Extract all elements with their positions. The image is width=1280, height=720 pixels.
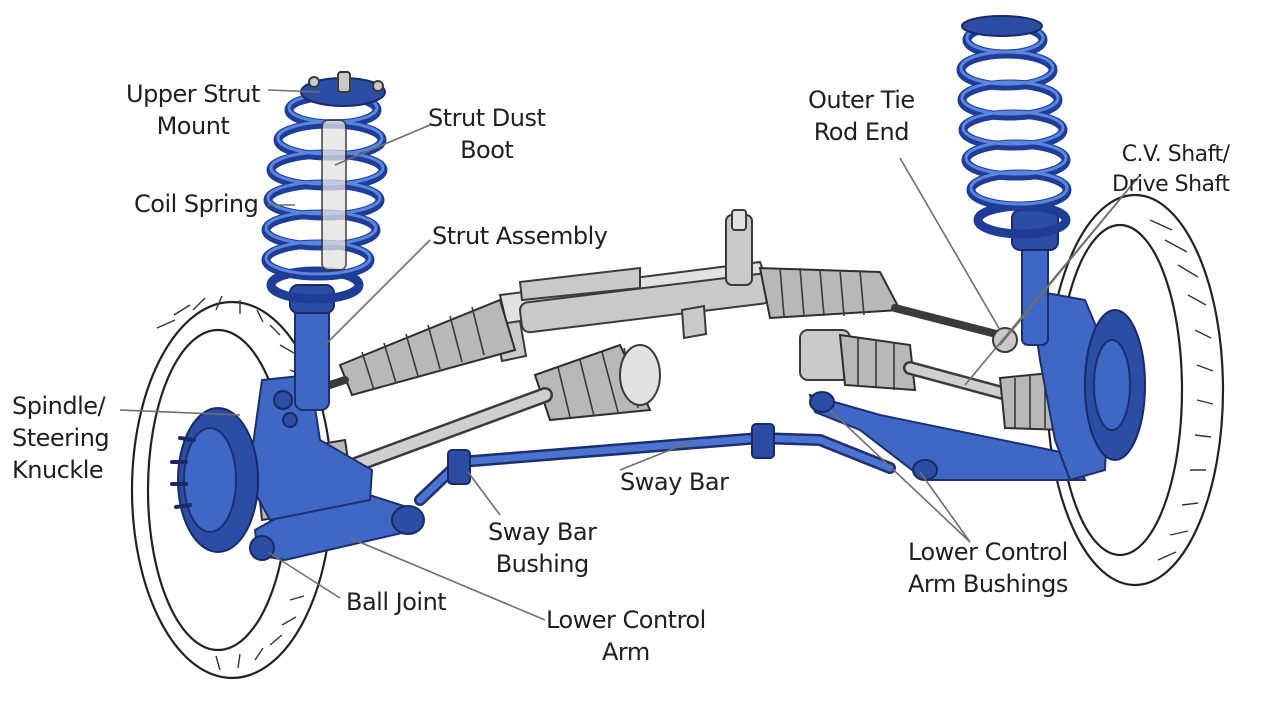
label-upper-strut-mount: Upper Strut Mount — [126, 78, 260, 142]
rack-boot-left — [338, 298, 517, 397]
label-lower-control-arm-line1: Lower Control — [546, 606, 706, 634]
right-lower-control-arm — [808, 391, 1087, 481]
label-sway-bar: Sway Bar — [620, 468, 729, 496]
label-sway-bar-bushing-line2: Bushing — [495, 550, 590, 578]
label-spindle-line1: Spindle/ — [12, 392, 106, 420]
label-strut-dust-boot-line2: Boot — [460, 136, 514, 164]
label-outer-tie-rod-end-line1: Outer Tie — [808, 86, 915, 114]
right-cv-shaft — [799, 329, 1067, 432]
label-outer-tie-rod-end: Outer Tie Rod End — [808, 84, 915, 148]
label-cv-shaft-line2: Drive Shaft — [1112, 172, 1230, 197]
tie-rod-right — [891, 304, 1004, 339]
label-upper-strut-mount-line2: Mount — [156, 112, 230, 140]
label-cv-shaft-line1: C.V. Shaft/ — [1121, 142, 1230, 167]
label-spindle-line3: Knuckle — [12, 456, 104, 484]
label-lower-control-arm-bushings-line1: Lower Control — [908, 538, 1068, 566]
label-spindle: Spindle/ Steering Knuckle — [12, 390, 110, 486]
right-strut — [956, 15, 1072, 346]
left-strut — [261, 71, 388, 411]
label-spindle-line2: Steering — [12, 424, 110, 452]
sway-bar — [414, 423, 896, 506]
label-lower-control-arm: Lower Control Arm — [546, 604, 706, 668]
sway-bar-bushing-left — [447, 449, 471, 485]
left-hub — [170, 407, 259, 553]
label-sway-bar-bushing-line1: Sway Bar — [488, 518, 597, 546]
label-strut-dust-boot-line1: Strut Dust — [428, 104, 546, 132]
label-lower-control-arm-bushings-line2: Arm Bushings — [908, 570, 1068, 598]
label-strut-dust-boot: Strut Dust Boot — [428, 102, 546, 166]
rack-boot-right — [758, 266, 902, 320]
label-lower-control-arm-bushings: Lower Control Arm Bushings — [908, 536, 1068, 600]
label-sway-bar-bushing: Sway Bar Bushing — [488, 516, 597, 580]
label-ball-joint: Ball Joint — [346, 588, 447, 616]
label-outer-tie-rod-end-line2: Rod End — [813, 118, 910, 146]
label-lower-control-arm-line2: Arm — [602, 638, 650, 666]
label-coil-spring: Coil Spring — [134, 190, 259, 218]
label-upper-strut-mount-line1: Upper Strut — [126, 80, 260, 108]
ball-joint — [249, 535, 275, 561]
right-knuckle — [1028, 288, 1146, 482]
label-strut-assembly: Strut Assembly — [432, 222, 608, 250]
sway-bar-bushing-right — [751, 423, 775, 459]
label-cv-shaft: C.V. Shaft/ Drive Shaft — [1112, 140, 1230, 200]
leader-lines — [119, 89, 1141, 621]
